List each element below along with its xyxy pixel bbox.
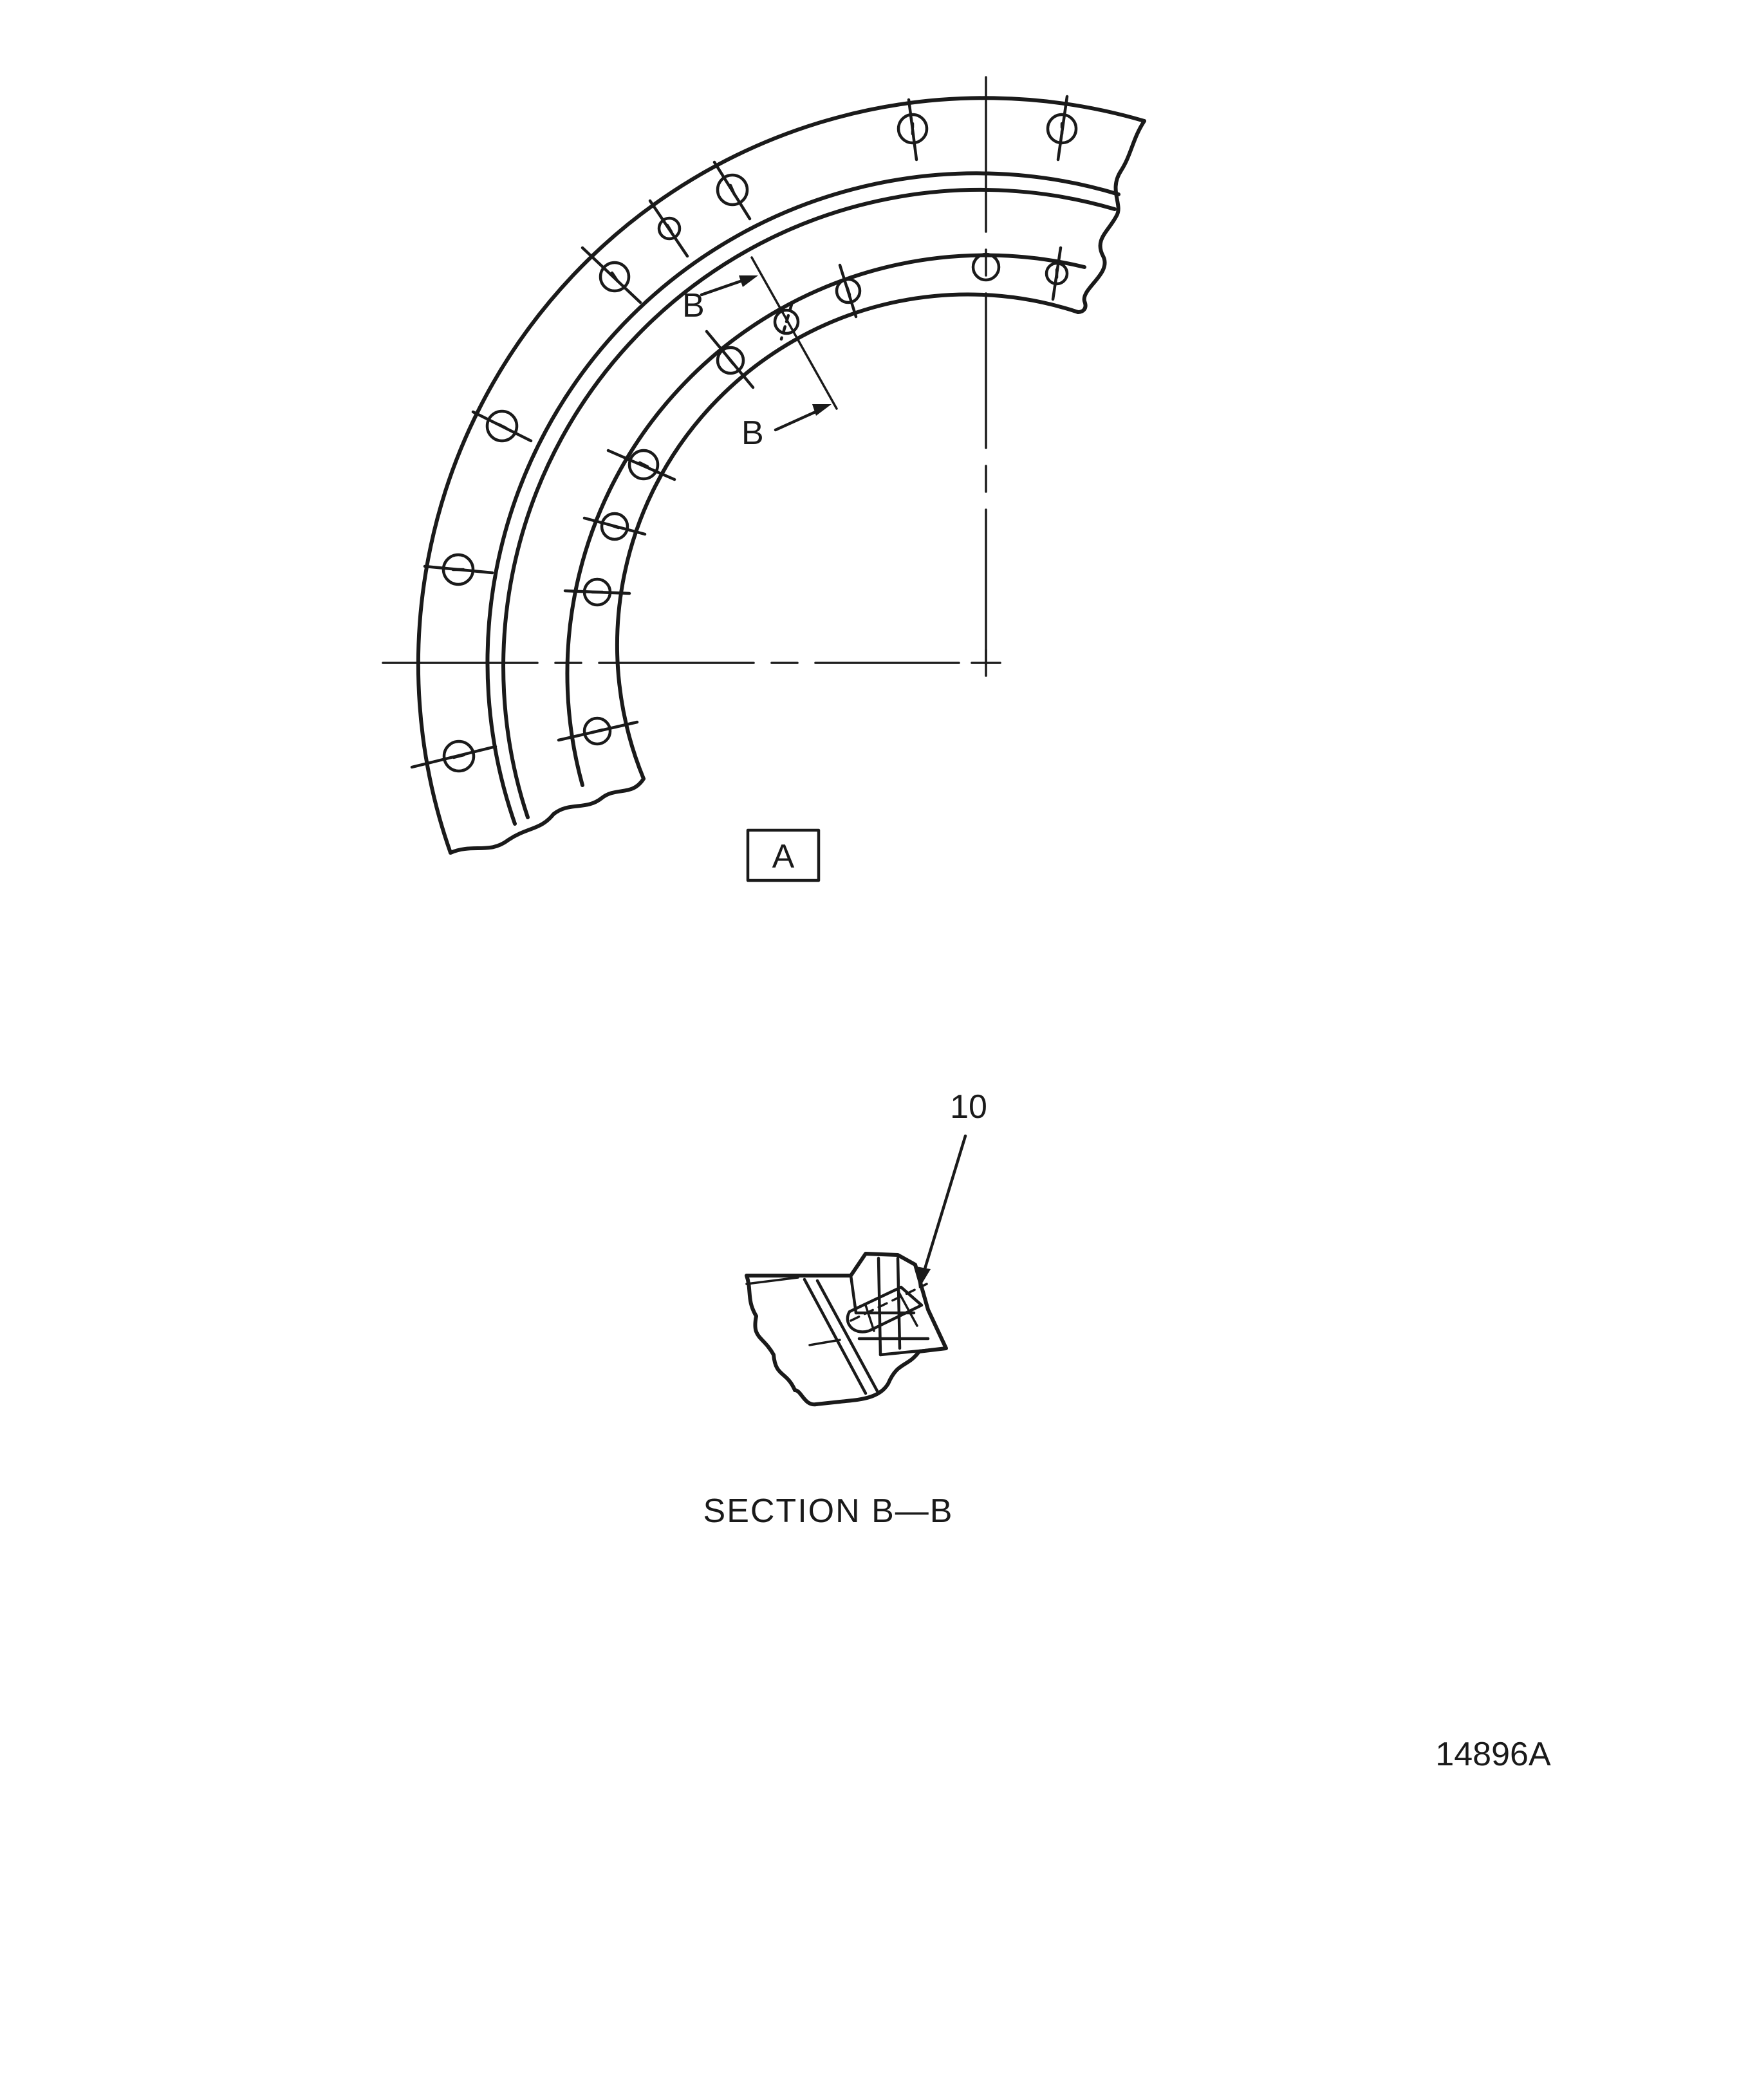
bolt-hole: [606, 449, 676, 481]
section-cut-label-upper: B: [682, 287, 705, 324]
cut-arrow-lower-head: [812, 404, 832, 416]
section-outline: [745, 1252, 948, 1407]
section-b-b-detail: [745, 1252, 948, 1407]
bolt-hole: [648, 199, 689, 258]
cut-line: [750, 256, 838, 410]
cut-arrow-lower-shaft: [774, 407, 824, 432]
bolt-hole: [835, 263, 862, 319]
bolt-hole: [1045, 246, 1069, 301]
callout-10: 10: [916, 1088, 987, 1288]
bolt-hole: [897, 98, 929, 162]
bolt-hole: [705, 330, 755, 389]
section-cut-b-b: B B: [682, 256, 838, 452]
bolt-hole: [423, 553, 494, 586]
section-hatch: [745, 1276, 799, 1285]
ring-break-right: [1076, 119, 1146, 314]
bolt-hole: [581, 246, 642, 304]
ring-outer-edge: [416, 96, 1146, 855]
view-label: A: [746, 828, 821, 882]
bolt-hole: [1046, 95, 1078, 162]
callout-leader: [922, 1134, 967, 1275]
bolt-hole: [712, 160, 752, 221]
section-inner-line: [896, 1256, 902, 1350]
ring-groove-outer: [485, 171, 1120, 826]
callout-arrowhead: [916, 1267, 931, 1288]
bolt-hole: [773, 302, 800, 341]
bolt-in-section: [846, 1285, 924, 1333]
view-label-text: A: [772, 838, 795, 875]
bolt-centerline: [850, 1283, 928, 1322]
bolt-thread-line: [897, 1289, 918, 1327]
view-a-ring-quadrant: [416, 96, 1146, 855]
cut-arrow-upper-head: [739, 275, 758, 287]
centerlines: [382, 76, 1001, 677]
figure-number: 14896A: [1435, 1736, 1551, 1773]
ring-break-bottom: [449, 777, 646, 855]
bolt-thread-line: [864, 1304, 875, 1332]
bolt-holes: [410, 95, 1078, 773]
bolt-hole: [582, 512, 647, 541]
section-face-line: [815, 1279, 880, 1395]
ring-inner-flange: [565, 253, 1086, 787]
section-caption: SECTION B—B: [703, 1492, 954, 1530]
section-hatch: [808, 1339, 841, 1346]
section-face-line: [803, 1278, 868, 1395]
bolt-hole: [971, 252, 1001, 282]
ring-bore-edge: [615, 292, 1080, 781]
bolt-hole: [471, 409, 533, 443]
section-inner-line: [879, 1346, 948, 1357]
bolt-hole: [557, 716, 639, 746]
view-label-box: [746, 828, 821, 882]
bolt-hole: [410, 739, 497, 773]
section-inner-line: [849, 1274, 858, 1315]
callout-number: 10: [950, 1088, 987, 1126]
section-cut-label-lower: B: [741, 414, 764, 452]
bolt-hole: [563, 577, 631, 607]
ring-groove-inner: [501, 188, 1117, 819]
